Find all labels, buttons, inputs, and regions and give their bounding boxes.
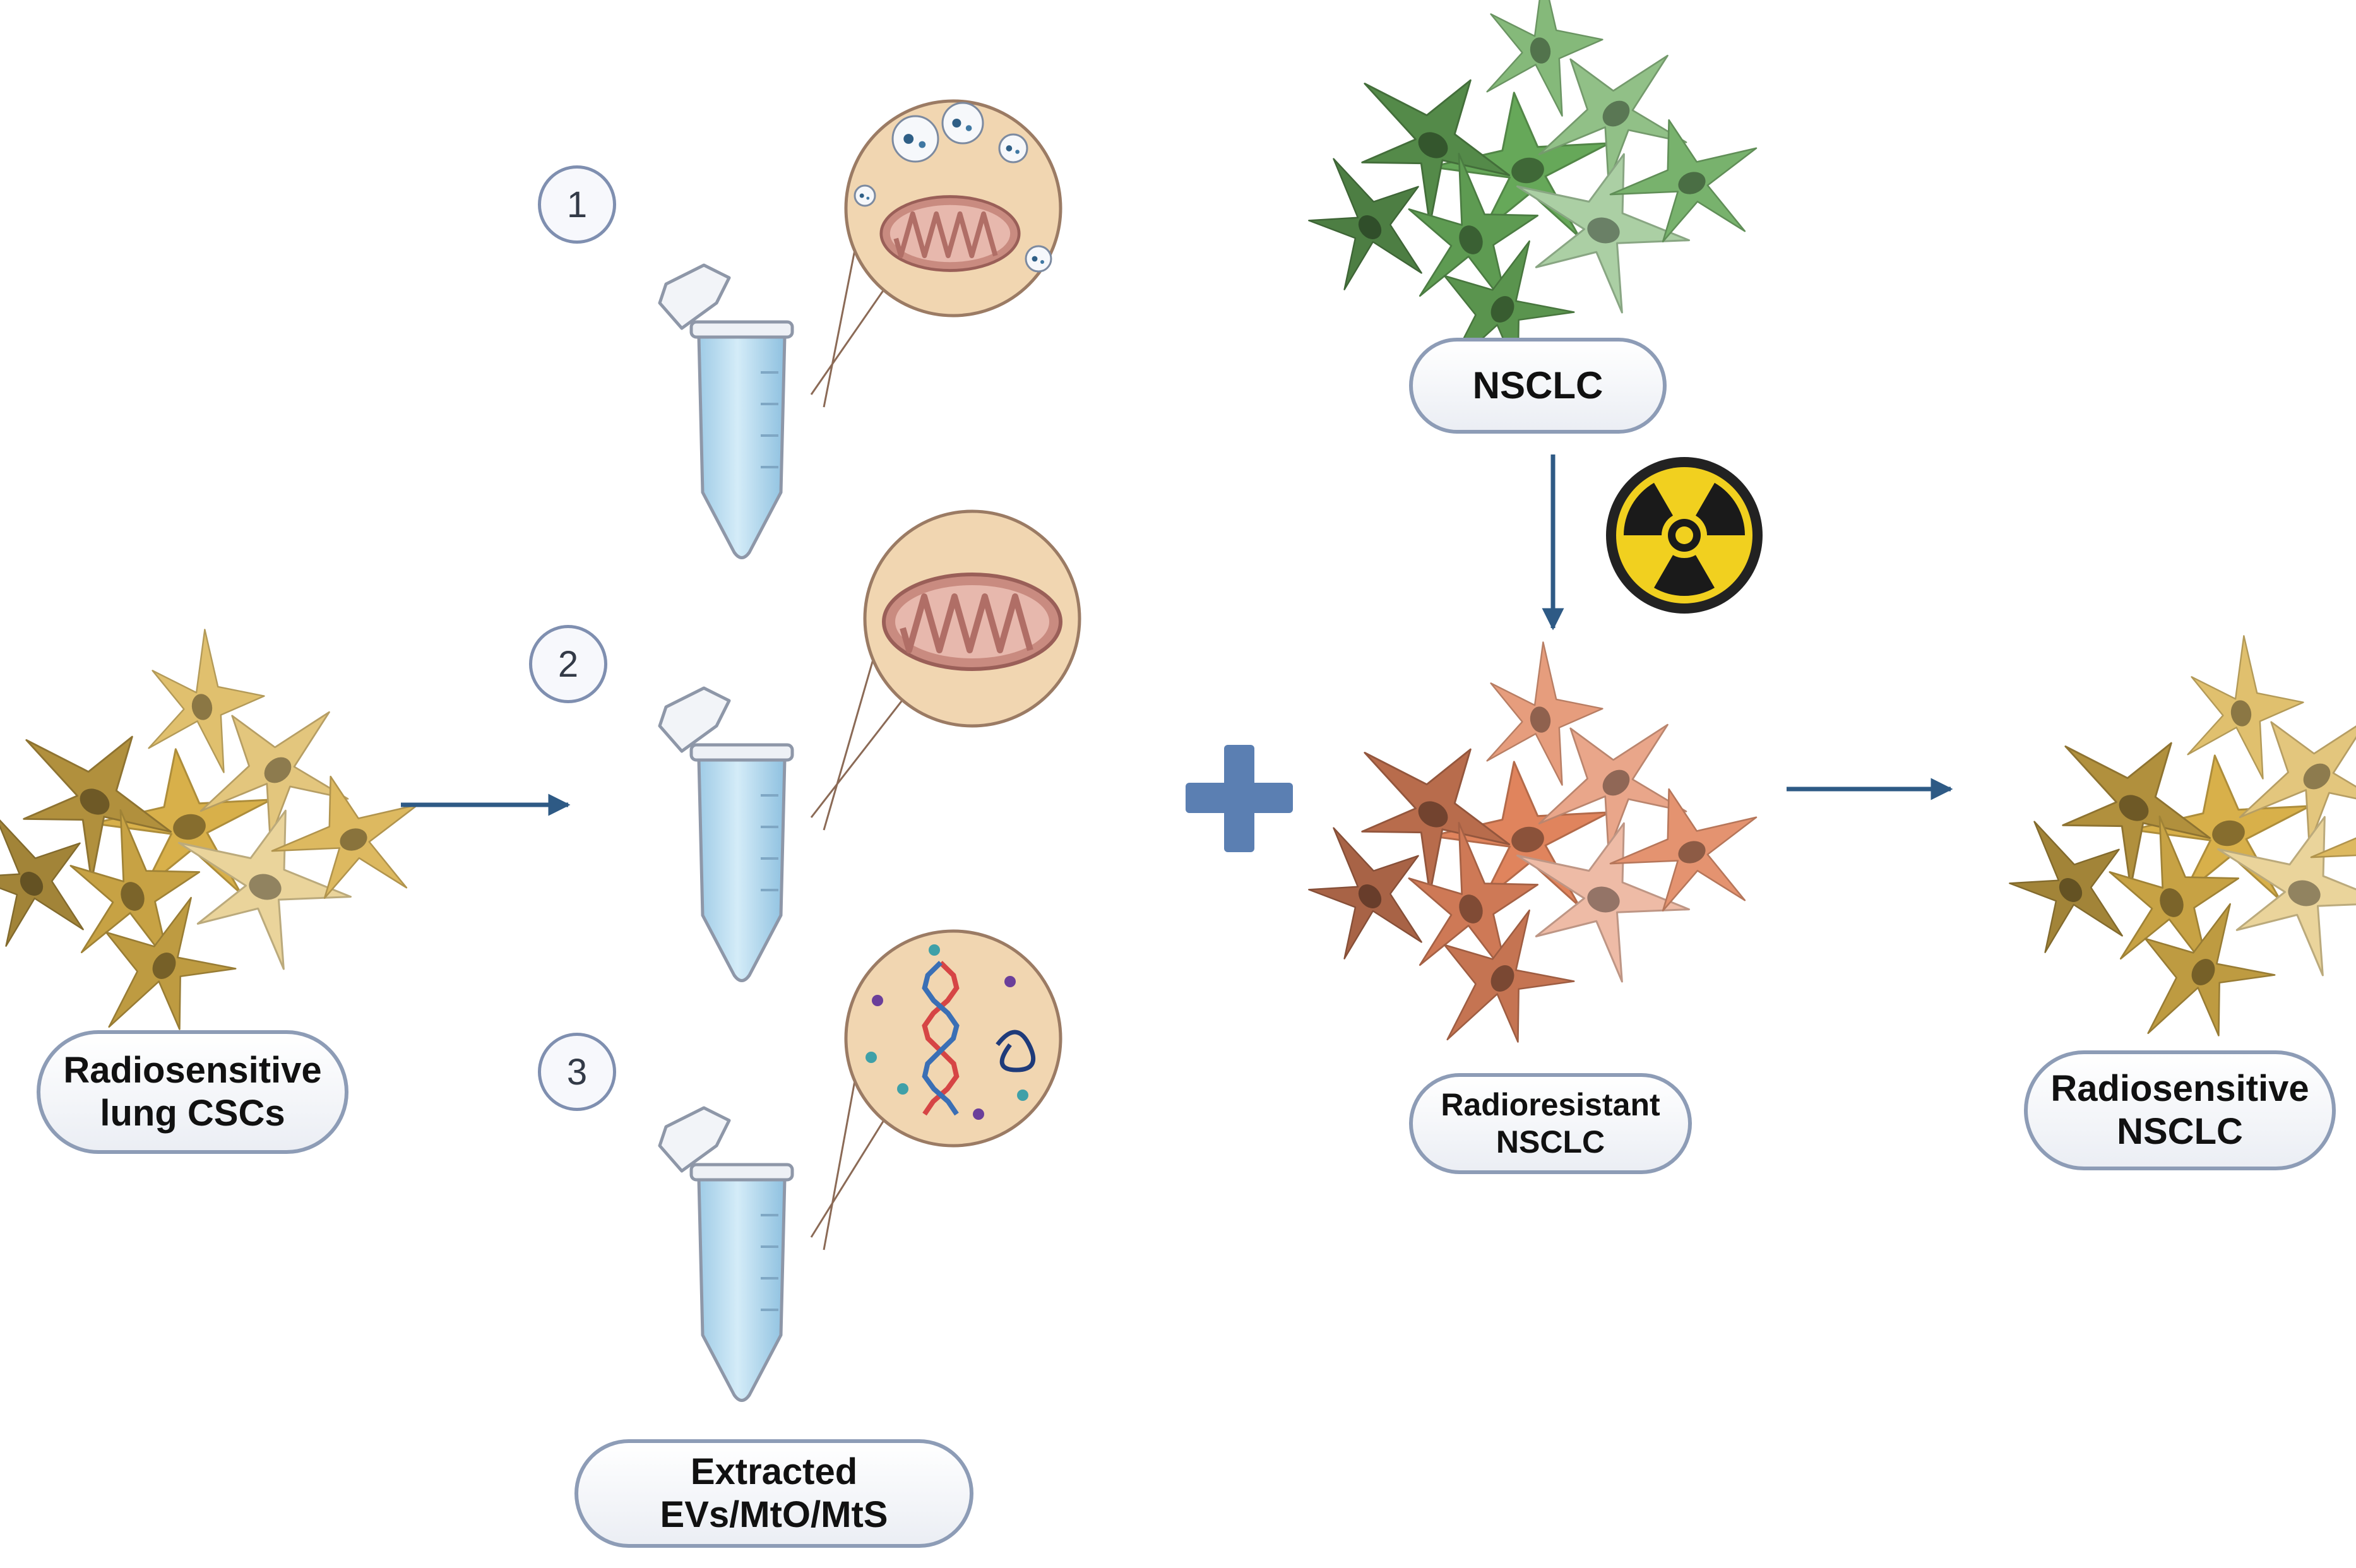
cell-icon — [1361, 79, 1510, 226]
zoom-circle-mts — [844, 929, 1062, 1148]
cell-icon — [2062, 742, 2211, 889]
cell-icon — [1486, 641, 1603, 786]
label-line: Radiosensitive — [2050, 1067, 2309, 1109]
plus-icon — [1186, 745, 1293, 852]
arrows-layer — [401, 454, 1953, 816]
label-line: Radiosensitive — [63, 1049, 322, 1091]
vesicle-icon — [854, 184, 876, 207]
cell-icon — [1538, 723, 1687, 853]
particle-icon — [866, 1052, 877, 1063]
particle-icon — [973, 1108, 984, 1120]
cell-icon — [1361, 748, 1510, 895]
vesicle-icon — [998, 133, 1028, 163]
label-line: NSCLC — [2117, 1111, 2243, 1152]
vesicle-icon — [1025, 245, 1052, 273]
cell-icon — [1486, 0, 1603, 117]
cell-icon — [1443, 909, 1575, 1043]
label-nsclc: NSCLC — [1409, 338, 1667, 434]
microcentrifuge-tube-icon — [658, 686, 794, 982]
cell-icon — [2144, 903, 2276, 1036]
vesicle-icon — [891, 115, 939, 163]
cell-icon — [271, 775, 419, 899]
cell-icon — [2216, 816, 2356, 977]
label-radiosensitive-lung-cscs: Radiosensitive lung CSCs — [37, 1030, 348, 1154]
label-line: lung CSCs — [100, 1093, 285, 1134]
cell-clusters-layer — [0, 0, 2356, 1043]
cell-icon — [105, 896, 237, 1030]
microcentrifuge-tube-icon — [658, 1106, 794, 1402]
cell-icon — [148, 629, 265, 773]
label-line: Extracted — [690, 1451, 858, 1492]
csc-cell-cluster — [0, 629, 419, 1030]
particle-icon — [1017, 1090, 1028, 1101]
microcentrifuge-tube-icon — [658, 263, 794, 559]
cell-icon — [1538, 54, 1687, 184]
label-line: Radioresistant — [1441, 1087, 1660, 1122]
label-line: NSCLC — [1496, 1124, 1605, 1160]
cell-icon — [2187, 635, 2304, 780]
step-3-badge: 3 — [538, 1033, 616, 1111]
cell-icon — [2239, 717, 2356, 846]
cell-icon — [1308, 827, 1422, 959]
zoom-circle-evs — [844, 99, 1062, 318]
step-2-badge: 2 — [529, 625, 607, 703]
particle-icon — [1004, 976, 1016, 987]
tube-step-2 — [658, 509, 1081, 982]
tube-step-1 — [658, 99, 1062, 559]
dna-strand-icon — [922, 961, 960, 1116]
step-1-badge: 1 — [538, 165, 616, 244]
tubes-layer — [658, 99, 1081, 1402]
radioresistant-cell-cluster — [1308, 641, 1758, 1043]
cell-icon — [199, 711, 349, 840]
tube-step-3 — [658, 929, 1062, 1402]
cell-icon — [0, 814, 84, 947]
label-extracted-evs: Extracted EVs/MtO/MtS — [574, 1439, 973, 1548]
particle-icon — [897, 1083, 908, 1095]
mitochondrion-icon — [879, 195, 1021, 272]
cell-icon — [2009, 821, 2123, 953]
cell-icon — [1609, 788, 1758, 912]
label-line: NSCLC — [1472, 364, 1603, 407]
cell-icon — [1609, 119, 1758, 242]
cell-icon — [23, 735, 172, 882]
result-cell-cluster — [2009, 635, 2356, 1036]
particle-icon — [929, 944, 940, 956]
particle-icon — [872, 995, 883, 1006]
mitochondrion-icon — [882, 573, 1062, 671]
vesicle-icon — [941, 102, 984, 145]
label-radiosensitive-nsclc: Radiosensitive NSCLC — [2024, 1050, 2336, 1170]
zoom-circle-mitochondria — [863, 509, 1081, 728]
cell-icon — [1308, 158, 1422, 290]
radiation-hazard-icon — [1606, 457, 1763, 614]
label-radioresistant-nsclc: Radioresistant NSCLC — [1409, 1073, 1692, 1174]
cell-icon — [2310, 781, 2356, 905]
label-line: EVs/MtO/MtS — [660, 1494, 888, 1535]
